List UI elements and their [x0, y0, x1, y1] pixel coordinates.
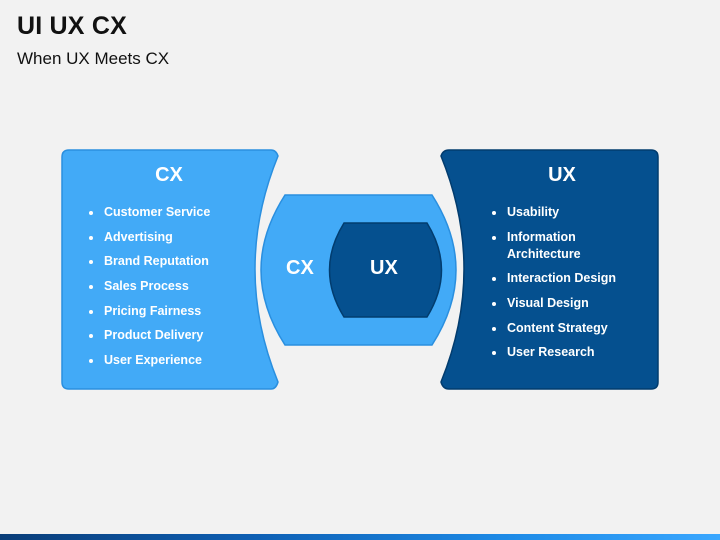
cx-item-list: Customer Service Advertising Brand Reput… — [88, 204, 274, 369]
cx-panel-shape — [61, 149, 279, 390]
page-subtitle: When UX Meets CX — [17, 49, 170, 68]
ux-item-list: Usability Information Architecture Inter… — [491, 204, 654, 361]
list-item: Pricing Fairness — [88, 303, 274, 320]
list-item: Visual Design — [491, 295, 654, 312]
ux-panel-heading: UX — [548, 164, 576, 186]
list-item: Usability — [491, 204, 654, 221]
ux-panel: UX Usability Information Architecture In… — [476, 164, 654, 369]
list-item: Information Architecture — [491, 229, 612, 263]
list-item: User Experience — [88, 352, 274, 369]
footer-accent-bar — [0, 534, 720, 540]
center-ux-label: UX — [370, 257, 398, 279]
page-title: UI UX CX — [17, 12, 127, 40]
list-item: Sales Process — [88, 278, 274, 295]
list-item: Content Strategy — [491, 320, 654, 337]
center-cx-label: CX — [286, 257, 314, 279]
cx-panel: CX Customer Service Advertising Brand Re… — [64, 164, 274, 377]
list-item: User Research — [491, 344, 654, 361]
center-ux-shape — [328, 222, 443, 318]
list-item: Brand Reputation — [88, 253, 274, 270]
cx-panel-heading: CX — [155, 164, 183, 186]
list-item: Advertising — [88, 229, 274, 246]
list-item: Customer Service — [88, 204, 274, 221]
list-item: Product Delivery — [88, 327, 274, 344]
list-item: Interaction Design — [491, 270, 654, 287]
